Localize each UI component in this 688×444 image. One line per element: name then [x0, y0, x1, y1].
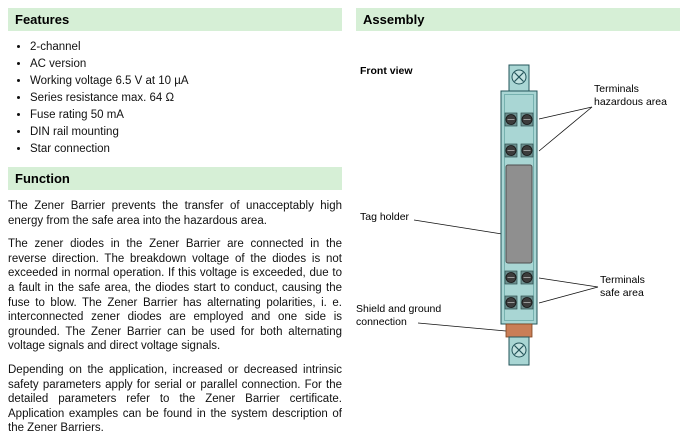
assembly-header: Assembly [356, 8, 680, 31]
assembly-drawing [413, 64, 599, 366]
feature-item: Star connection [30, 143, 342, 155]
function-paragraph-1: The Zener Barrier prevents the transfer … [8, 200, 342, 227]
feature-item: Series resistance max. 64 Ω [30, 92, 342, 104]
shield-ground-clip [505, 323, 533, 338]
assembly-title: Assembly [363, 12, 425, 27]
zener-barrier-device [500, 64, 538, 366]
function-paragraph-2: The zener diodes in the Zener Barrier ar… [8, 238, 342, 353]
terminals-hazardous-icons [504, 112, 534, 158]
right-column: Assembly [356, 8, 680, 436]
function-header: Function [8, 167, 342, 190]
feature-item: 2-channel [30, 41, 342, 53]
feature-item: AC version [30, 58, 342, 70]
assembly-figure: Front view Terminals hazardous area Tag … [356, 31, 680, 443]
shield-ground-label: Shield and ground connection [356, 303, 442, 328]
callout-lines [413, 106, 599, 332]
feature-item: Working voltage 6.5 V at 10 µA [30, 75, 342, 87]
terminals-safe-label: Terminals safe area [600, 274, 645, 299]
terminals-hazardous-label: Terminals hazardous area [594, 83, 667, 108]
features-header: Features [8, 8, 342, 31]
left-column: Features 2-channel AC version Working vo… [8, 8, 342, 436]
front-view-label: Front view [360, 65, 413, 77]
terminals-safe-icons [504, 270, 534, 310]
feature-item: Fuse rating 50 mA [30, 109, 342, 121]
tag-holder-label: Tag holder [360, 211, 410, 223]
bottom-screw-icon [511, 342, 527, 358]
function-title: Function [15, 171, 70, 186]
top-screw-icon [511, 69, 527, 85]
device-body-inner [504, 94, 534, 321]
function-paragraph-3: Depending on the application, increased … [8, 363, 342, 435]
features-title: Features [15, 12, 70, 27]
tag-holder-window [505, 164, 533, 264]
feature-item: DIN rail mounting [30, 126, 342, 138]
features-list: 2-channel AC version Working voltage 6.5… [8, 41, 342, 155]
